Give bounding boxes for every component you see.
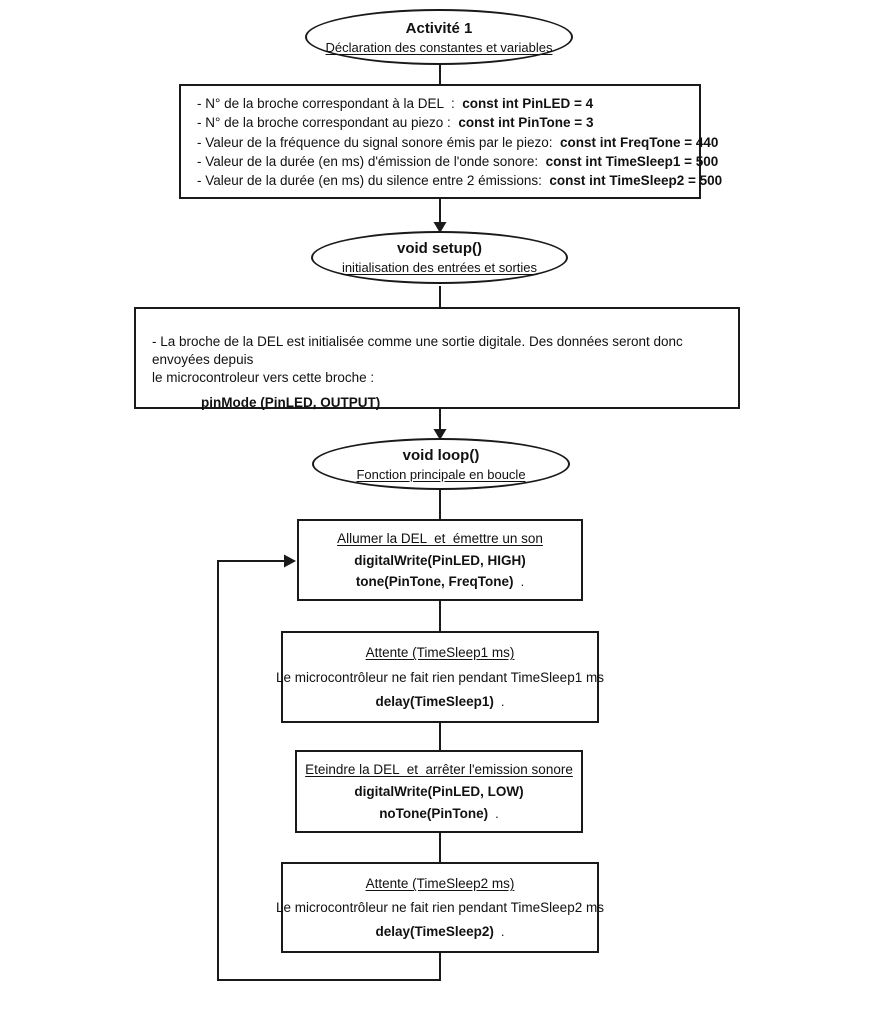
setup-terminal: void setup() initialisation des entrées … bbox=[311, 231, 568, 284]
step-box-light-off: Eteindre la DEL et arrêter l'emission so… bbox=[295, 750, 583, 833]
step-code: digitalWrite(PinLED, LOW) bbox=[354, 784, 524, 799]
step-title: Attente (TimeSleep1 ms) bbox=[365, 645, 515, 661]
start-subtitle: Déclaration des constantes et variables bbox=[325, 39, 553, 55]
constant-line: - Valeur de la durée (en ms) du silence … bbox=[197, 171, 722, 190]
constant-code: const int TimeSleep1 = 500 bbox=[545, 153, 719, 169]
step-code: delay(TimeSleep1). bbox=[376, 694, 505, 709]
step-title: Allumer la DEL et émettre un son bbox=[337, 530, 543, 546]
constant-label: - N° de la broche correspondant à la DEL… bbox=[197, 96, 463, 111]
constant-label: - Valeur de la fréquence du signal sonor… bbox=[197, 134, 560, 150]
setup-text-line2: le microcontroleur vers cette broche : bbox=[152, 370, 375, 385]
step-code-text: delay(TimeSleep1) bbox=[375, 693, 494, 709]
trailing-dot: . bbox=[500, 924, 505, 939]
constant-label: - Valeur de la durée (en ms) d'émission … bbox=[197, 153, 546, 169]
constant-line: - N° de la broche correspondant à la DEL… bbox=[197, 94, 691, 113]
step-box-light-on: Allumer la DEL et émettre un son digital… bbox=[297, 519, 583, 601]
step-code: digitalWrite(PinLED, HIGH) bbox=[354, 552, 526, 568]
setup-text-line1: - La broche de la DEL est initialisée co… bbox=[152, 334, 687, 367]
constant-line: - N° de la broche correspondant au piezo… bbox=[197, 113, 691, 132]
setup-title: void setup() bbox=[397, 240, 482, 257]
trailing-dot: . bbox=[495, 806, 499, 821]
step-code-text: tone(PinTone, FreqTone) bbox=[355, 574, 514, 590]
setup-subtitle: initialisation des entrées et sorties bbox=[341, 260, 538, 275]
constant-label: - Valeur de la durée (en ms) du silence … bbox=[197, 173, 550, 189]
constant-code: const int PinLED = 4 bbox=[462, 96, 594, 111]
constant-label: - N° de la broche correspondant au piezo… bbox=[197, 115, 459, 131]
constants-box: - N° de la broche correspondant à la DEL… bbox=[179, 84, 722, 199]
step-title: Eteindre la DEL et arrêter l'emission so… bbox=[305, 762, 573, 777]
loop-title: void loop() bbox=[402, 446, 480, 464]
loop-terminal: void loop() Fonction principale en boucl… bbox=[312, 438, 570, 490]
arrowhead-right-icon bbox=[284, 554, 296, 568]
step-code-text: delay(TimeSleep2) bbox=[375, 924, 494, 939]
constant-code: const int FreqTone = 440 bbox=[559, 134, 719, 150]
constant-line: - Valeur de la durée (en ms) d'émission … bbox=[197, 152, 718, 171]
step-title: Attente (TimeSleep2 ms) bbox=[365, 876, 515, 891]
loop-subtitle: Fonction principale en boucle bbox=[356, 466, 526, 482]
setup-box: - La broche de la DEL est initialisée co… bbox=[134, 307, 740, 410]
step-code-text: noTone(PinTone) bbox=[379, 806, 489, 821]
step-box-wait-2: Attente (TimeSleep2 ms) Le microcontrôle… bbox=[276, 862, 604, 953]
constant-line: - Valeur de la fréquence du signal sonor… bbox=[197, 133, 718, 152]
start-terminal: Activité 1 Déclaration des constantes et… bbox=[305, 9, 573, 65]
trailing-dot: . bbox=[520, 574, 525, 590]
step-box-wait-1: Attente (TimeSleep1 ms) Le microcontrôle… bbox=[276, 631, 604, 723]
constant-code: const int TimeSleep2 = 500 bbox=[549, 173, 723, 189]
start-title: Activité 1 bbox=[405, 19, 473, 37]
constant-code: const int PinTone = 3 bbox=[458, 115, 594, 131]
step-code: tone(PinTone, FreqTone). bbox=[356, 574, 524, 589]
step-code: noTone(PinTone). bbox=[379, 806, 499, 821]
step-text: Le microcontrôleur ne fait rien pendant … bbox=[276, 669, 604, 685]
trailing-dot: . bbox=[500, 693, 505, 709]
step-code: delay(TimeSleep2). bbox=[376, 924, 505, 939]
setup-code: pinMode (PinLED, OUTPUT) bbox=[201, 395, 381, 410]
step-text: Le microcontrôleur ne fait rien pendant … bbox=[276, 900, 604, 915]
